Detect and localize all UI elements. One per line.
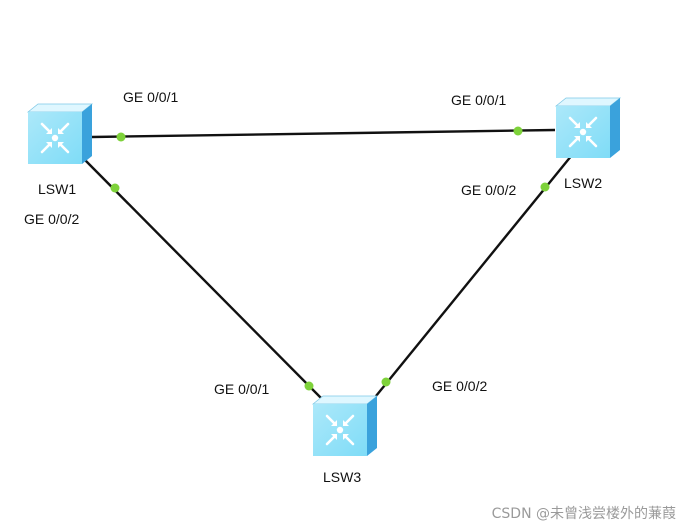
link-lsw2-lsw3: [375, 154, 573, 397]
switch-icon: [311, 394, 379, 458]
node-label-lsw3: LSW3: [323, 469, 361, 485]
link-lsw1-lsw2: [91, 128, 556, 139]
switch-lsw3[interactable]: [311, 394, 379, 458]
switch-lsw1[interactable]: [26, 102, 94, 166]
port-label-lsw2-ge001: GE 0/0/1: [451, 92, 506, 108]
port-label-lsw1-ge002: GE 0/0/2: [24, 211, 79, 227]
switch-icon: [26, 102, 94, 166]
port-label-lsw2-ge002: GE 0/0/2: [461, 182, 516, 198]
port-dot-lsw1-ge002: [110, 183, 120, 193]
port-label-lsw3-ge002: GE 0/0/2: [432, 378, 487, 394]
port-label-lsw3-ge001: GE 0/0/1: [214, 381, 269, 397]
port-dot-lsw2-ge001: [513, 126, 523, 136]
port-dot-lsw3-ge001: [304, 381, 314, 391]
watermark: CSDN @未曾浅尝楼外的蒹葭: [492, 506, 676, 522]
node-label-lsw1: LSW1: [38, 181, 76, 197]
node-label-lsw2: LSW2: [564, 175, 602, 191]
port-dot-lsw2-ge002: [540, 182, 550, 192]
port-label-lsw1-ge001: GE 0/0/1: [123, 89, 178, 105]
switch-icon: [554, 96, 622, 160]
switch-lsw2[interactable]: [554, 96, 622, 160]
link-lsw1-lsw3: [84, 159, 325, 402]
port-dot-lsw3-ge002: [381, 377, 391, 387]
port-dot-lsw1-ge001: [116, 132, 126, 142]
